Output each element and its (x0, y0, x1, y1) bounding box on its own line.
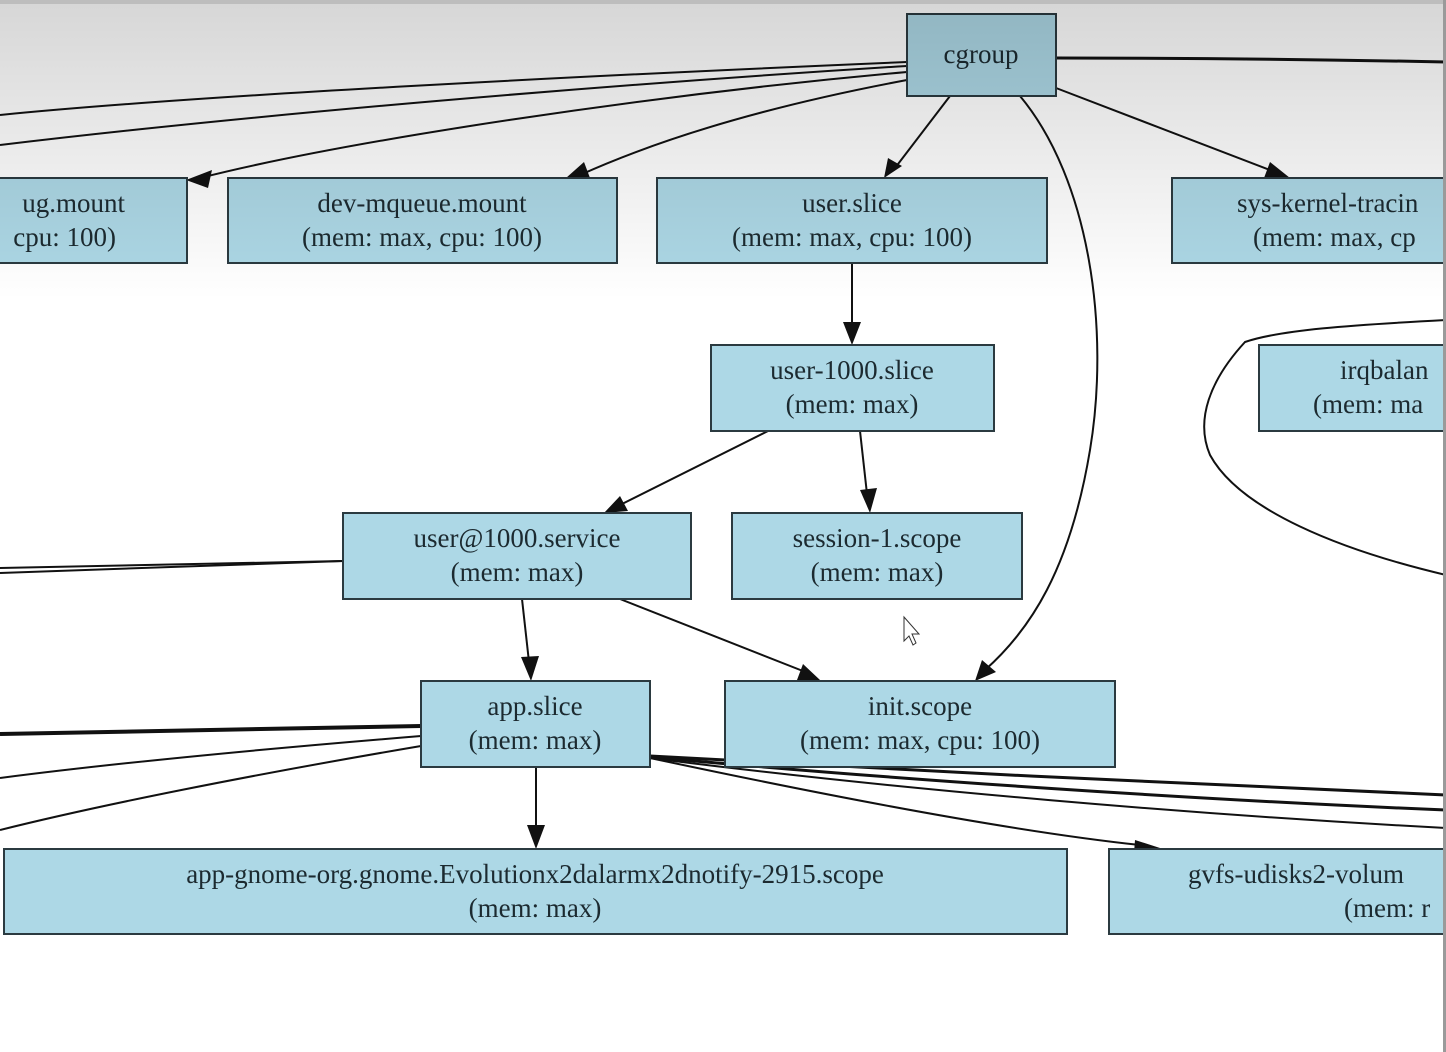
edge-app-slice-offscreen-3 (0, 745, 422, 831)
edge-service-offscreen-2 (0, 560, 344, 574)
edge-cgroup-offscreen-right (1055, 56, 1446, 64)
node-sublabel: (mem: max, cp (1253, 222, 1416, 252)
node-label: session-1.scope (793, 523, 962, 553)
node-label: app-gnome-org.gnome.Evolutionx2dalarmx2d… (186, 859, 884, 889)
edge-cgroup-sys-kernel (1055, 87, 1276, 173)
node-label: user-1000.slice (770, 355, 934, 385)
arrowhead (521, 656, 539, 681)
edge-cgroup-user-slice (894, 95, 951, 169)
node-label: gvfs-udisks2-volum (1188, 859, 1404, 889)
node-user-1000-service[interactable]: user@1000.service (mem: max) (342, 512, 692, 600)
node-sublabel: (mem: max) (811, 557, 944, 587)
node-sublabel: (mem: max) (469, 725, 602, 755)
node-sublabel: (mem: max, cpu: 100) (800, 725, 1040, 755)
edge-cgroup-dev-mqueue (579, 79, 908, 176)
node-label: ug.mount (22, 188, 125, 218)
edge-cgroup-debug-mount (199, 71, 908, 179)
node-app-slice[interactable]: app.slice (mem: max) (420, 680, 651, 768)
edge-app-slice-offscreen-1 (0, 724, 422, 736)
node-label: sys-kernel-tracin (1237, 188, 1419, 218)
scrollbar-edge[interactable] (1443, 0, 1446, 1052)
node-user-1000-slice[interactable]: user-1000.slice (mem: max) (710, 344, 995, 432)
arrowhead (975, 660, 996, 681)
edge-app-slice-gvfs (649, 757, 1141, 846)
node-gvfs-udisks2-volume[interactable]: gvfs-udisks2-volum (mem: r (1108, 848, 1446, 935)
edge-cgroup-offscreen-2 (0, 65, 908, 146)
edge-service-init-scope (619, 598, 809, 674)
node-sublabel: (mem: max) (786, 389, 919, 419)
edge-app-slice-offscreen-2 (0, 735, 422, 779)
node-label: irqbalan (1340, 355, 1429, 385)
node-evolution-alarm-scope[interactable]: app-gnome-org.gnome.Evolutionx2dalarmx2d… (3, 848, 1068, 935)
arrowhead (860, 488, 877, 513)
edges (0, 56, 1446, 846)
node-sublabel: (mem: max, cpu: 100) (302, 222, 542, 252)
edge-service-offscreen (0, 560, 344, 569)
node-irqbalance[interactable]: irqbalan (mem: ma (1258, 344, 1446, 432)
edge-irqbalance-loop (1203, 319, 1446, 576)
node-init-scope[interactable]: init.scope (mem: max, cpu: 100) (724, 680, 1116, 768)
arrowhead (186, 170, 212, 188)
node-sublabel: (mem: ma (1313, 389, 1423, 419)
node-label: init.scope (868, 691, 972, 721)
node-sublabel: (mem: max) (451, 557, 584, 587)
mouse-cursor-icon (903, 615, 921, 646)
node-dev-mqueue-mount[interactable]: dev-mqueue.mount (mem: max, cpu: 100) (227, 177, 618, 264)
node-label: cgroup (944, 39, 1019, 69)
node-label: user@1000.service (413, 523, 620, 553)
node-sys-kernel-tracing[interactable]: sys-kernel-tracin (mem: max, cp (1171, 177, 1446, 264)
edge-user-1000-service (619, 430, 769, 506)
arrowhead (843, 322, 861, 345)
arrowhead (1264, 162, 1290, 178)
node-sublabel: (mem: max) (469, 893, 602, 923)
edge-app-slice-offscreen-r3 (649, 757, 1446, 829)
node-debug-mount[interactable]: ug.mount cpu: 100) (0, 177, 188, 264)
node-sublabel: cpu: 100) (13, 222, 116, 252)
node-label: user.slice (802, 188, 902, 218)
node-cgroup[interactable]: cgroup (906, 13, 1057, 97)
arrowhead (604, 496, 628, 513)
node-sublabel: (mem: r (1344, 893, 1430, 923)
arrowhead (566, 162, 590, 178)
arrowhead (527, 825, 545, 849)
node-label: app.slice (487, 691, 582, 721)
edge-cgroup-offscreen-1 (0, 61, 908, 116)
node-user-slice[interactable]: user.slice (mem: max, cpu: 100) (656, 177, 1048, 264)
node-session-1-scope[interactable]: session-1.scope (mem: max) (731, 512, 1023, 600)
node-label: dev-mqueue.mount (317, 188, 527, 218)
node-sublabel: (mem: max, cpu: 100) (732, 222, 972, 252)
top-border (0, 0, 1446, 4)
arrowhead (797, 664, 820, 680)
